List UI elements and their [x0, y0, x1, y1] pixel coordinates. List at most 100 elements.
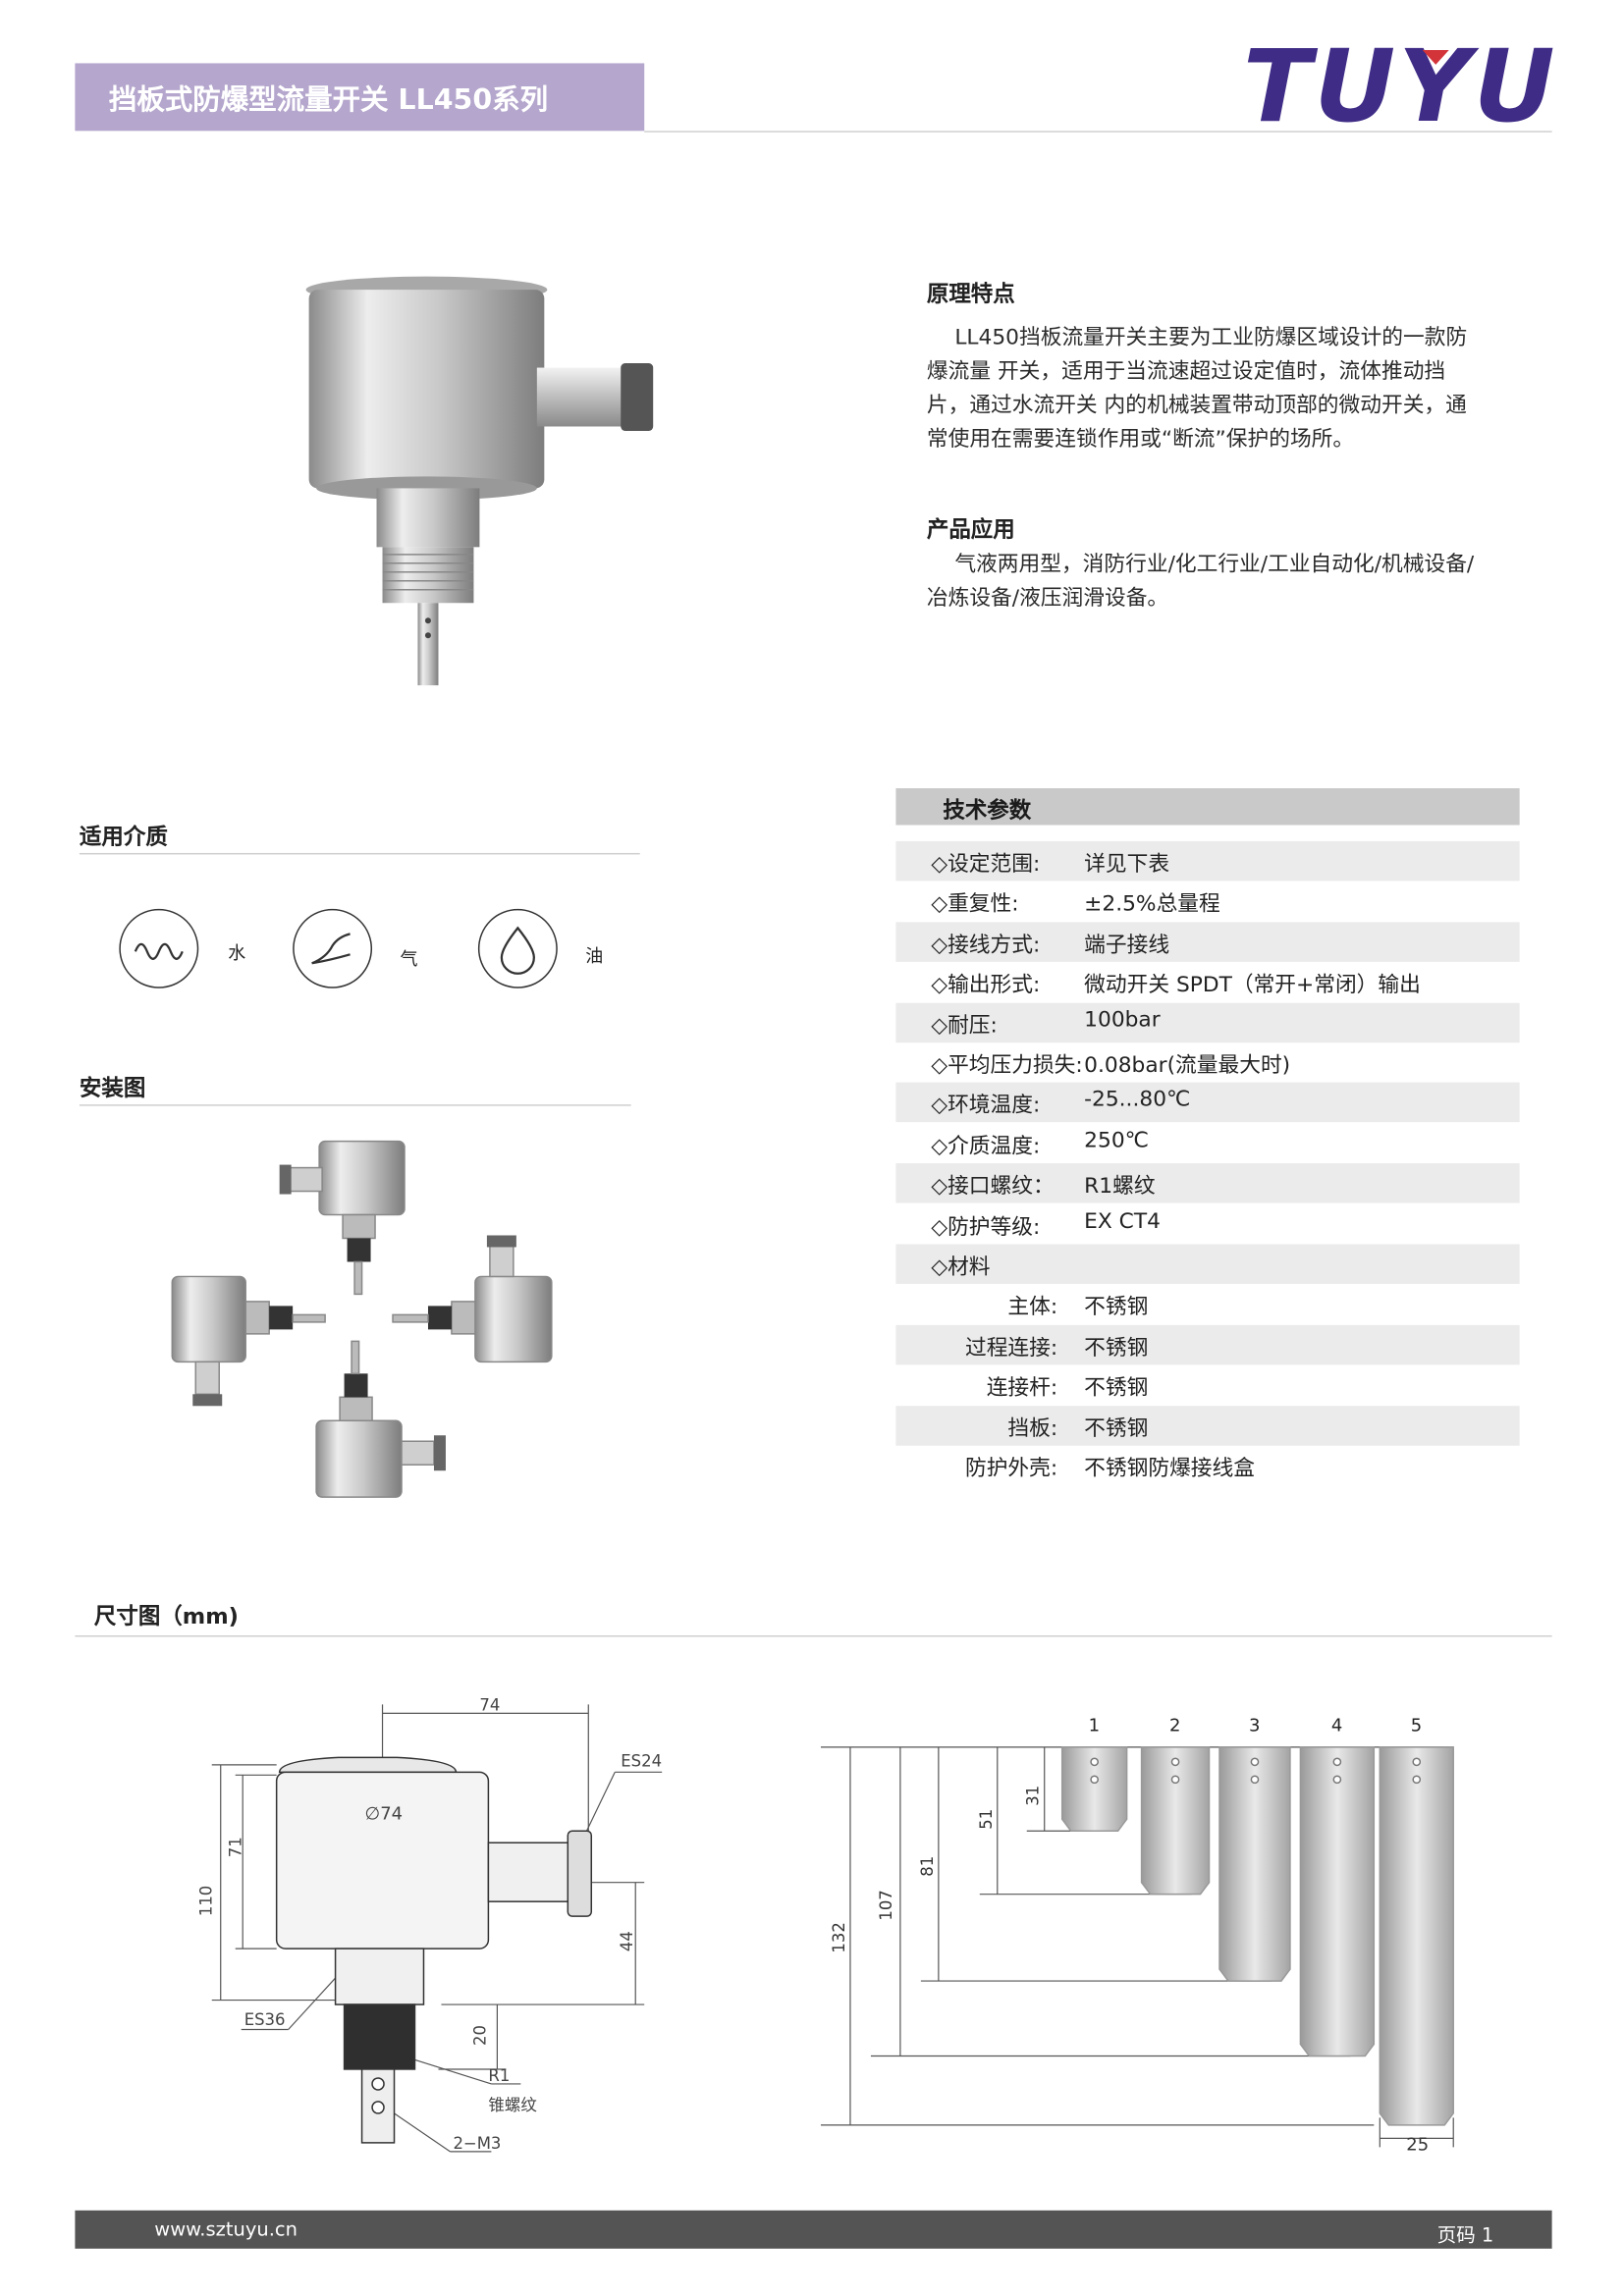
spec-row: 防护外壳: 不锈钢防爆接线盒 — [895, 1446, 1519, 1485]
paddle-1 — [1060, 1746, 1128, 1833]
spec-value: 端子接线 — [1084, 934, 1170, 958]
spec-label: 连接杆: — [986, 1376, 1058, 1401]
paddle-height-31: 31 — [1024, 1786, 1043, 1806]
dim-es36: ES36 — [244, 2010, 286, 2029]
spec-row: ◇材料 — [895, 1244, 1520, 1284]
spec-row: ◇接线方式: 端子接线 — [895, 922, 1520, 962]
application-body: 气液两用型，消防行业/化工行业/工业自动化/机械设备/冶炼设备/液压润滑设备。 — [926, 553, 1475, 611]
spec-label: ◇防护等级: — [931, 1215, 1041, 1240]
spec-row: ◇输出形式: 微动开关 SPDT（常开+常闭）输出 — [895, 962, 1519, 1001]
install-unit-right — [392, 1235, 553, 1363]
spec-value: 不锈钢 — [1084, 1296, 1149, 1320]
spec-row: ◇接口螺纹：R1螺纹 — [895, 1163, 1520, 1203]
installation-diagram — [171, 1140, 553, 1498]
spec-row: ◇重复性: ±2.5%总量程 — [895, 881, 1519, 921]
paddle-number: 1 — [1089, 1715, 1100, 1735]
paddle-hole — [1332, 1757, 1342, 1767]
media-label-oil: 油 — [585, 945, 604, 967]
tuyu-logo: TUYU — [1243, 35, 1555, 133]
spec-row: 挡板:不锈钢 — [895, 1405, 1520, 1446]
dim-71: 71 — [227, 1837, 245, 1857]
principle-heading: 原理特点 — [926, 281, 1015, 308]
dim-width: 74 — [479, 1695, 500, 1714]
paddle-4 — [1299, 1746, 1376, 2057]
spec-value: 不锈钢 — [1084, 1376, 1149, 1401]
spec-value: 不锈钢 — [1084, 1416, 1149, 1441]
media-rule — [79, 852, 640, 855]
specs-header-band — [895, 788, 1520, 826]
dim-44: 44 — [618, 1931, 636, 1951]
document-title: 挡板式防爆型流量开关 LL450系列 — [108, 83, 549, 117]
spec-value: 0.08bar(流量最大时) — [1084, 1054, 1291, 1079]
media-label-water: 水 — [228, 942, 246, 964]
paddle-5 — [1379, 1746, 1454, 2126]
spec-value: EX CT4 — [1084, 1209, 1161, 1234]
logo-accent — [1422, 49, 1449, 65]
install-heading: 安装图 — [79, 1075, 146, 1102]
paddle-hole — [1090, 1775, 1100, 1785]
spec-row: ◇平均压力损失:0.08bar(流量最大时) — [895, 1042, 1519, 1082]
spec-label: ◇输出形式: — [931, 974, 1041, 998]
spec-label: 防护外壳: — [964, 1457, 1058, 1481]
dim-diameter: ∅74 — [365, 1803, 404, 1824]
spec-label: ◇设定范围: — [931, 852, 1041, 877]
spec-label: 主体: — [1007, 1296, 1058, 1320]
paddle-height-81: 81 — [918, 1856, 937, 1877]
dim-110: 110 — [197, 1886, 216, 1916]
application-heading: 产品应用 — [926, 515, 1015, 543]
spec-label: ◇耐压: — [931, 1014, 998, 1039]
dim-es24: ES24 — [621, 1751, 662, 1770]
spec-label: ◇重复性: — [931, 892, 1019, 917]
paddle-hole — [1332, 1775, 1342, 1785]
paddle-hole — [1412, 1775, 1422, 1785]
spec-row: 连接杆: 不锈钢 — [895, 1365, 1519, 1405]
footer-bar — [75, 2210, 1552, 2249]
footer-url[interactable]: www.sztuyu.cn — [154, 2218, 298, 2242]
install-unit-top — [279, 1140, 406, 1296]
paddle-height-51: 51 — [977, 1809, 996, 1830]
spec-row: ◇介质温度:250℃ — [895, 1123, 1519, 1162]
spec-row: ◇防护等级: EX CT4 — [895, 1203, 1519, 1243]
dimensions-rule — [75, 1634, 1552, 1637]
spec-row: ◇设定范围: 详见下表 — [895, 840, 1520, 881]
spec-row: ◇耐压: 100bar — [895, 1002, 1520, 1042]
spec-value: 微动开关 SPDT（常开+常闭）输出 — [1084, 974, 1421, 998]
dim-m3: 2−M3 — [453, 2134, 501, 2153]
spec-label: ◇平均压力损失: — [931, 1054, 1083, 1079]
title-band — [75, 63, 645, 132]
footer-page-number: 页码 1 — [1436, 2224, 1494, 2248]
dim-20: 20 — [470, 2025, 489, 2046]
product-photo — [305, 276, 654, 686]
paddle-height-107: 107 — [877, 1890, 895, 1920]
water-wave-icon — [119, 908, 199, 988]
paddle-hole — [1412, 1757, 1422, 1767]
spec-value: 详见下表 — [1084, 852, 1170, 877]
spec-value: ±2.5%总量程 — [1084, 892, 1220, 917]
dimensions-heading: 尺寸图（mm) — [93, 1603, 239, 1630]
spec-value: -25...80℃ — [1084, 1089, 1191, 1113]
body-dimension-drawing: 74 ∅74 ES24 71 110 44 ES36 20 R1 锥螺纹 2−M… — [197, 1695, 663, 2153]
paddle-number: 5 — [1411, 1715, 1422, 1735]
header-rule — [644, 131, 1552, 133]
paddle-2 — [1140, 1746, 1211, 1896]
spec-value: 不锈钢防爆接线盒 — [1084, 1457, 1255, 1481]
spec-value: 100bar — [1084, 1008, 1161, 1033]
spec-value: 不锈钢 — [1084, 1336, 1149, 1361]
paddle-hole — [1090, 1757, 1100, 1767]
spec-row: 过程连接:不锈钢 — [895, 1324, 1520, 1365]
paddle-number: 2 — [1169, 1715, 1180, 1735]
spec-row: 主体: 不锈钢 — [895, 1285, 1519, 1324]
spec-label: ◇接线方式: — [931, 934, 1041, 958]
install-unit-left — [171, 1275, 326, 1407]
logo-text: TUYU — [1243, 35, 1555, 133]
spec-label: ◇介质温度: — [931, 1135, 1041, 1159]
paddle-number: 4 — [1331, 1715, 1342, 1735]
spec-label: ◇环境温度: — [931, 1095, 1041, 1119]
install-rule — [79, 1104, 631, 1106]
oil-drop-icon — [477, 908, 558, 988]
spec-label: ◇材料 — [931, 1255, 991, 1280]
paddle-width: 25 — [1406, 2134, 1429, 2155]
paddle-hole — [1170, 1775, 1180, 1785]
